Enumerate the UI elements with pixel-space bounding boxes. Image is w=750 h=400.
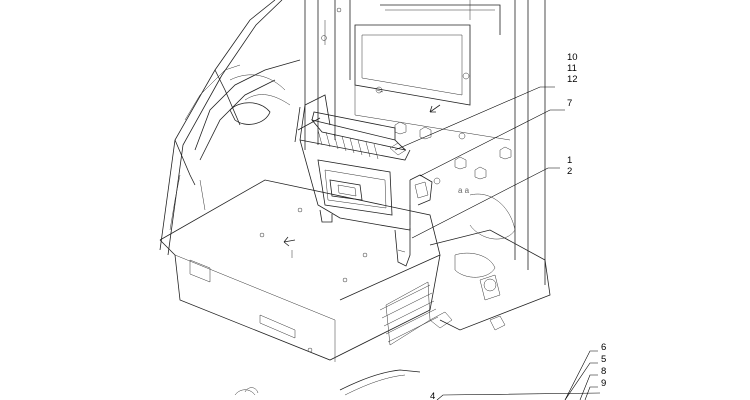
cab-frame-left xyxy=(159,0,301,256)
callout-1: 1 xyxy=(567,155,572,166)
callout-11: 11 xyxy=(567,63,577,74)
callout-9: 9 xyxy=(601,378,606,389)
callout-10: 10 xyxy=(567,52,578,63)
stencil-marking: a a xyxy=(458,186,470,195)
floor-console xyxy=(159,179,441,362)
callout-12: 12 xyxy=(567,74,578,85)
callout-8: 8 xyxy=(601,366,606,377)
callout-4: 4 xyxy=(430,391,435,400)
callout-6: 6 xyxy=(601,342,606,353)
rear-panel xyxy=(349,0,512,180)
leader-lines xyxy=(394,86,601,400)
callout-7: 7 xyxy=(567,98,572,109)
callout-2: 2 xyxy=(567,166,572,177)
bracket-assembly xyxy=(294,94,441,267)
cab-pillars xyxy=(304,0,546,285)
right-lower-frame xyxy=(234,193,551,396)
callout-5: 5 xyxy=(601,354,606,365)
